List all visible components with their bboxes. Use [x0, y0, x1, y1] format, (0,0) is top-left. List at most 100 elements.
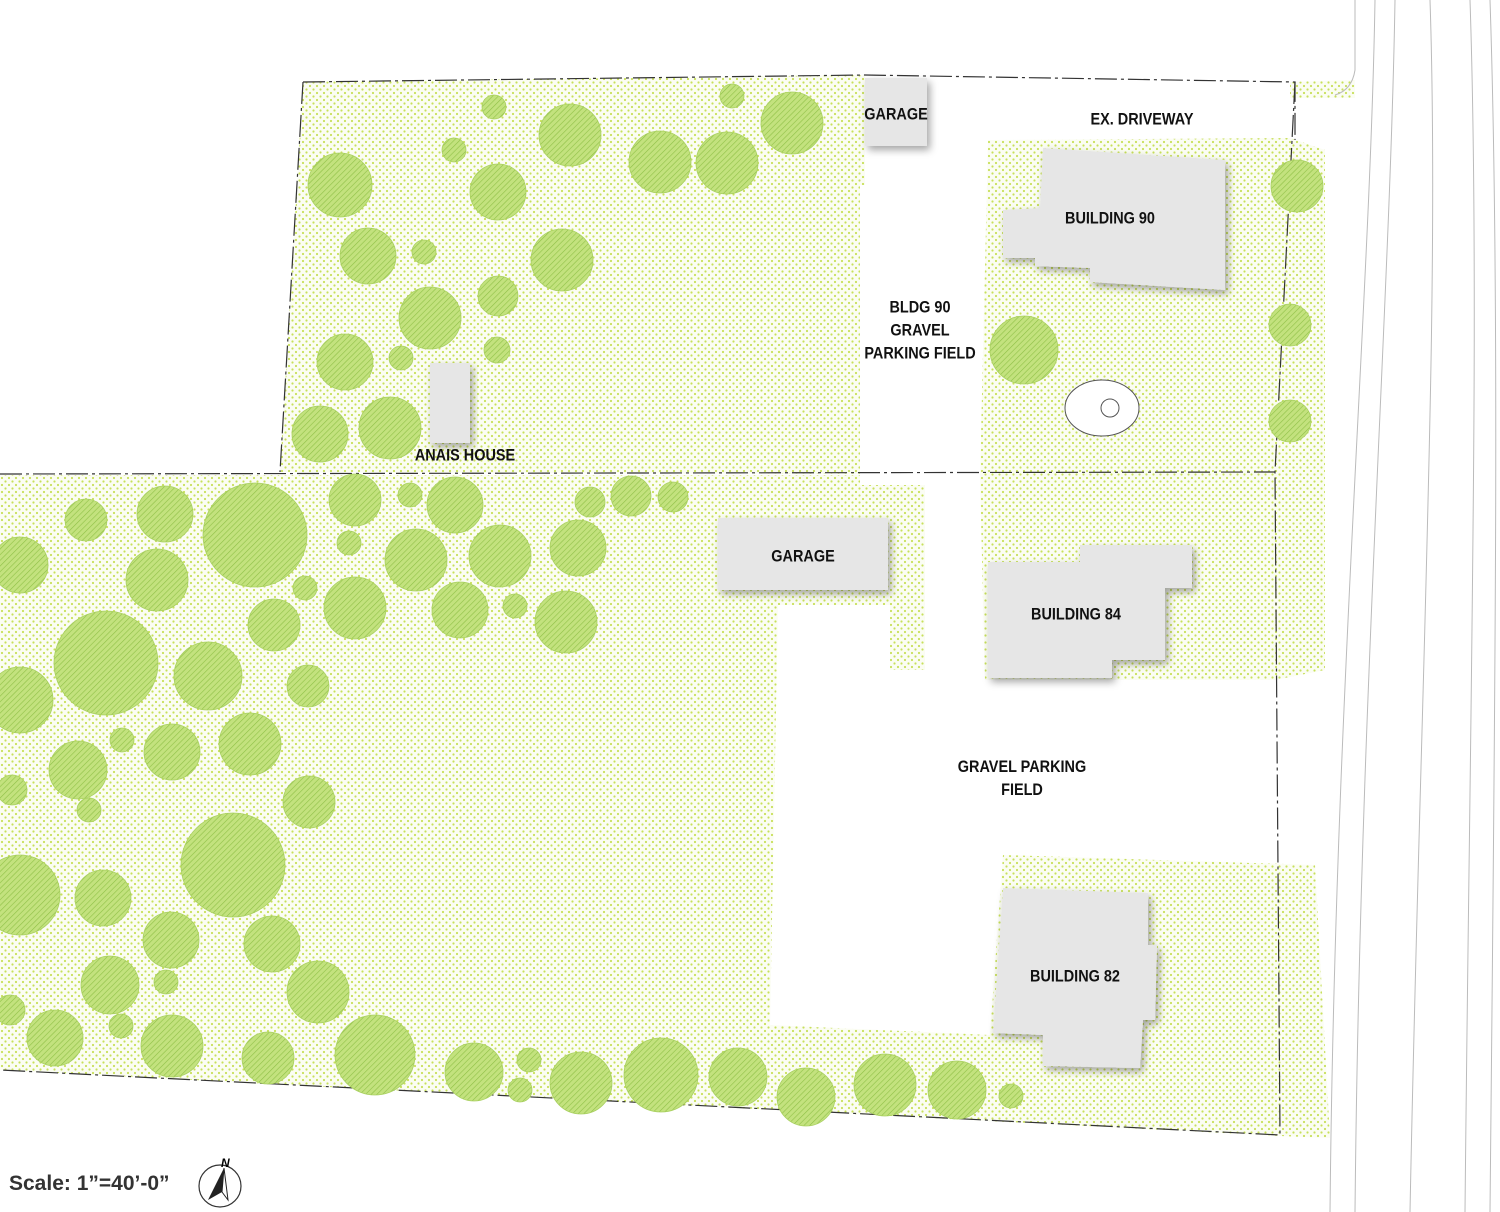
- tree-icon: [307, 152, 373, 218]
- tree-icon: [549, 1051, 613, 1115]
- buildings: [430, 78, 1225, 1068]
- road-lines: [1329, 0, 1497, 1212]
- tree-icon: [0, 666, 54, 734]
- tree-icon: [444, 1042, 504, 1102]
- tree-icon: [292, 575, 318, 601]
- fountain-center: [1100, 398, 1120, 418]
- label-garage-mid: GARAGE: [771, 546, 835, 566]
- tree-icon: [534, 590, 598, 654]
- tree-icon: [26, 1009, 84, 1067]
- tree-icon: [441, 137, 467, 163]
- tree-icon: [125, 548, 189, 612]
- tree-icon: [241, 1031, 295, 1085]
- tree-icon: [0, 536, 49, 594]
- tree-icon: [574, 486, 606, 518]
- tree-icon: [719, 83, 745, 109]
- tree-icon: [507, 1077, 533, 1103]
- tree-icon: [853, 1053, 917, 1117]
- tree-icon: [695, 131, 759, 195]
- tree-icon: [108, 1013, 134, 1039]
- label-building-90: BUILDING 90: [1065, 208, 1155, 228]
- tree-icon: [334, 1014, 416, 1096]
- tree-icon: [243, 915, 301, 973]
- garage-mid: [718, 518, 888, 590]
- tree-icon: [760, 91, 824, 155]
- tree-icon: [74, 869, 132, 927]
- tree-icon: [989, 315, 1059, 385]
- tree-icon: [136, 485, 194, 543]
- tree-icon: [1270, 159, 1324, 213]
- tree-icon: [53, 610, 159, 716]
- tree-icon: [411, 239, 437, 265]
- tree-icon: [109, 727, 135, 753]
- building-82: [993, 888, 1157, 1068]
- lawn-building-90: [980, 138, 1325, 680]
- tree-icon: [623, 1037, 699, 1113]
- tree-icon: [530, 228, 594, 292]
- tree-icon: [1268, 399, 1312, 443]
- label-anais-house: ANAIS HOUSE: [414, 445, 516, 465]
- tree-icon: [0, 774, 28, 806]
- tree-icon: [397, 482, 423, 508]
- anais-house: [430, 363, 470, 443]
- tree-icon: [180, 812, 286, 918]
- north-label: N: [221, 1156, 230, 1170]
- trees: [0, 83, 1324, 1127]
- tree-icon: [286, 960, 350, 1024]
- building-90: [1003, 148, 1225, 290]
- tree-icon: [469, 163, 527, 221]
- tree-icon: [358, 396, 422, 460]
- tree-icon: [927, 1060, 987, 1120]
- tree-icon: [538, 103, 602, 167]
- tree-icon: [776, 1067, 836, 1127]
- tree-icon: [339, 227, 397, 285]
- tree-icon: [323, 576, 387, 640]
- tree-icon: [516, 1047, 542, 1073]
- label-gravel-parking: GRAVEL PARKING FIELD: [957, 757, 1087, 799]
- tree-icon: [80, 955, 140, 1015]
- tree-icon: [657, 481, 689, 513]
- tree-icon: [218, 712, 282, 776]
- tree-icon: [483, 336, 511, 364]
- tree-icon: [481, 94, 507, 120]
- tree-icon: [140, 1014, 204, 1078]
- tree-icon: [76, 797, 102, 823]
- tree-icon: [328, 473, 382, 527]
- tree-icon: [286, 664, 330, 708]
- tree-icon: [173, 641, 243, 711]
- label-bldg90-parking: BLDG 90 GRAVEL PARKING FIELD: [864, 297, 976, 363]
- tree-icon: [398, 286, 462, 350]
- tree-icon: [708, 1047, 768, 1107]
- tree-icon: [0, 994, 26, 1026]
- tree-icon: [384, 528, 448, 592]
- label-ex-driveway: EX. DRIVEWAY: [1090, 109, 1194, 129]
- building-84: [988, 545, 1192, 678]
- tree-icon: [143, 723, 201, 781]
- tree-icon: [468, 524, 532, 588]
- tree-icon: [388, 345, 414, 371]
- tree-icon: [426, 476, 484, 534]
- tree-icon: [316, 333, 374, 391]
- tree-icon: [477, 275, 519, 317]
- tree-icon: [153, 969, 179, 995]
- tree-icon: [0, 854, 61, 936]
- tree-icon: [431, 581, 489, 639]
- tree-icon: [291, 405, 349, 463]
- tree-icon: [282, 775, 336, 829]
- tree-icon: [247, 598, 301, 652]
- tree-icon: [48, 740, 108, 800]
- tree-icon: [549, 519, 607, 577]
- tree-icon: [1268, 303, 1312, 347]
- tree-icon: [202, 482, 308, 588]
- label-garage-top: GARAGE: [864, 104, 928, 124]
- scale-label: Scale: 1”=40’-0”: [9, 1172, 170, 1195]
- tree-icon: [628, 130, 692, 194]
- garage-top: [865, 78, 927, 146]
- tree-icon: [998, 1083, 1024, 1109]
- tree-icon: [142, 911, 200, 969]
- label-building-84: BUILDING 84: [1031, 604, 1121, 624]
- north-arrow-icon: [198, 1164, 242, 1208]
- label-building-82: BUILDING 82: [1030, 966, 1120, 986]
